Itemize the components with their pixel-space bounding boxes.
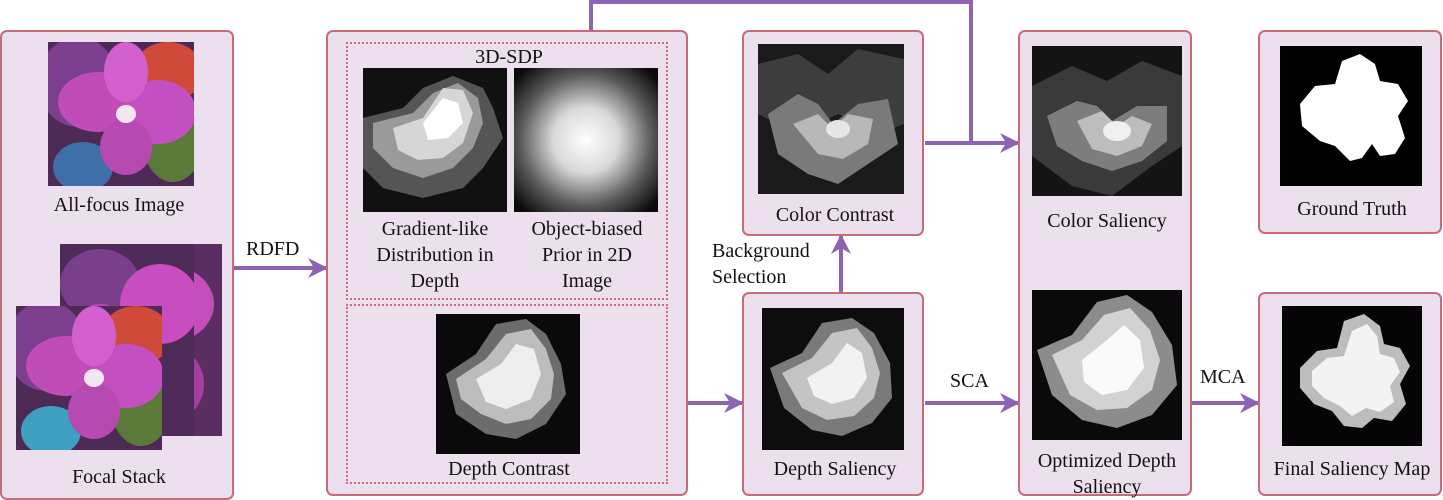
depth-contrast-label: Depth Contrast xyxy=(448,458,570,480)
color-saliency-image xyxy=(1032,46,1182,196)
input-panel: All-focus Image Focal S xyxy=(0,30,234,500)
final-saliency-label: Final Saliency Map xyxy=(1273,458,1431,480)
ground-truth-image xyxy=(1280,46,1422,186)
ground-truth-label: Ground Truth xyxy=(1297,198,1407,220)
sdp-bottom-subpanel xyxy=(346,304,668,484)
depth-contrast-image xyxy=(436,314,580,454)
focal-stack-front-image xyxy=(16,306,162,450)
depth-saliency-label: Depth Saliency xyxy=(773,458,897,480)
gradient-distribution-image xyxy=(363,68,507,212)
rdfd-label: RDFD xyxy=(246,238,300,260)
all-focus-image xyxy=(48,42,194,186)
sdp-title: 3D-SDP xyxy=(475,46,543,68)
sdp-panel: 3D-SDP Gradient-like Distribution in Dep… xyxy=(326,30,688,496)
sdp-top-subpanel xyxy=(346,42,668,300)
optimized-depth-saliency-image xyxy=(1032,290,1182,440)
object-biased-prior-label: Object-biased Prior in 2D Image xyxy=(531,218,643,292)
sca-label: SCA xyxy=(950,370,989,392)
arrow-sdp-loop xyxy=(589,0,973,143)
gradient-distribution-label: Gradient-like Distribution in Depth xyxy=(376,218,494,292)
depth-saliency-image xyxy=(762,308,904,450)
background-selection-label: Background Selection xyxy=(712,240,810,288)
ground-truth-panel: Ground Truth xyxy=(1258,30,1442,234)
color-contrast-label: Color Contrast xyxy=(775,204,895,226)
depth-saliency-panel: Depth Saliency xyxy=(742,292,924,496)
mca-label: MCA xyxy=(1200,366,1246,388)
final-saliency-image xyxy=(1282,306,1422,446)
object-biased-prior-image xyxy=(514,68,658,212)
final-saliency-panel: Final Saliency Map xyxy=(1258,292,1442,496)
all-focus-image-label: All-focus Image xyxy=(53,194,185,216)
saliency-panel: Color Saliency Optimized Depth Saliency xyxy=(1018,30,1192,498)
focal-stack-label: Focal Stack xyxy=(72,466,166,488)
color-contrast-panel: Color Contrast xyxy=(742,30,924,236)
color-contrast-image xyxy=(758,44,904,194)
optimized-depth-saliency-label: Optimized Depth Saliency xyxy=(1037,450,1177,498)
color-saliency-label: Color Saliency xyxy=(1047,210,1167,232)
